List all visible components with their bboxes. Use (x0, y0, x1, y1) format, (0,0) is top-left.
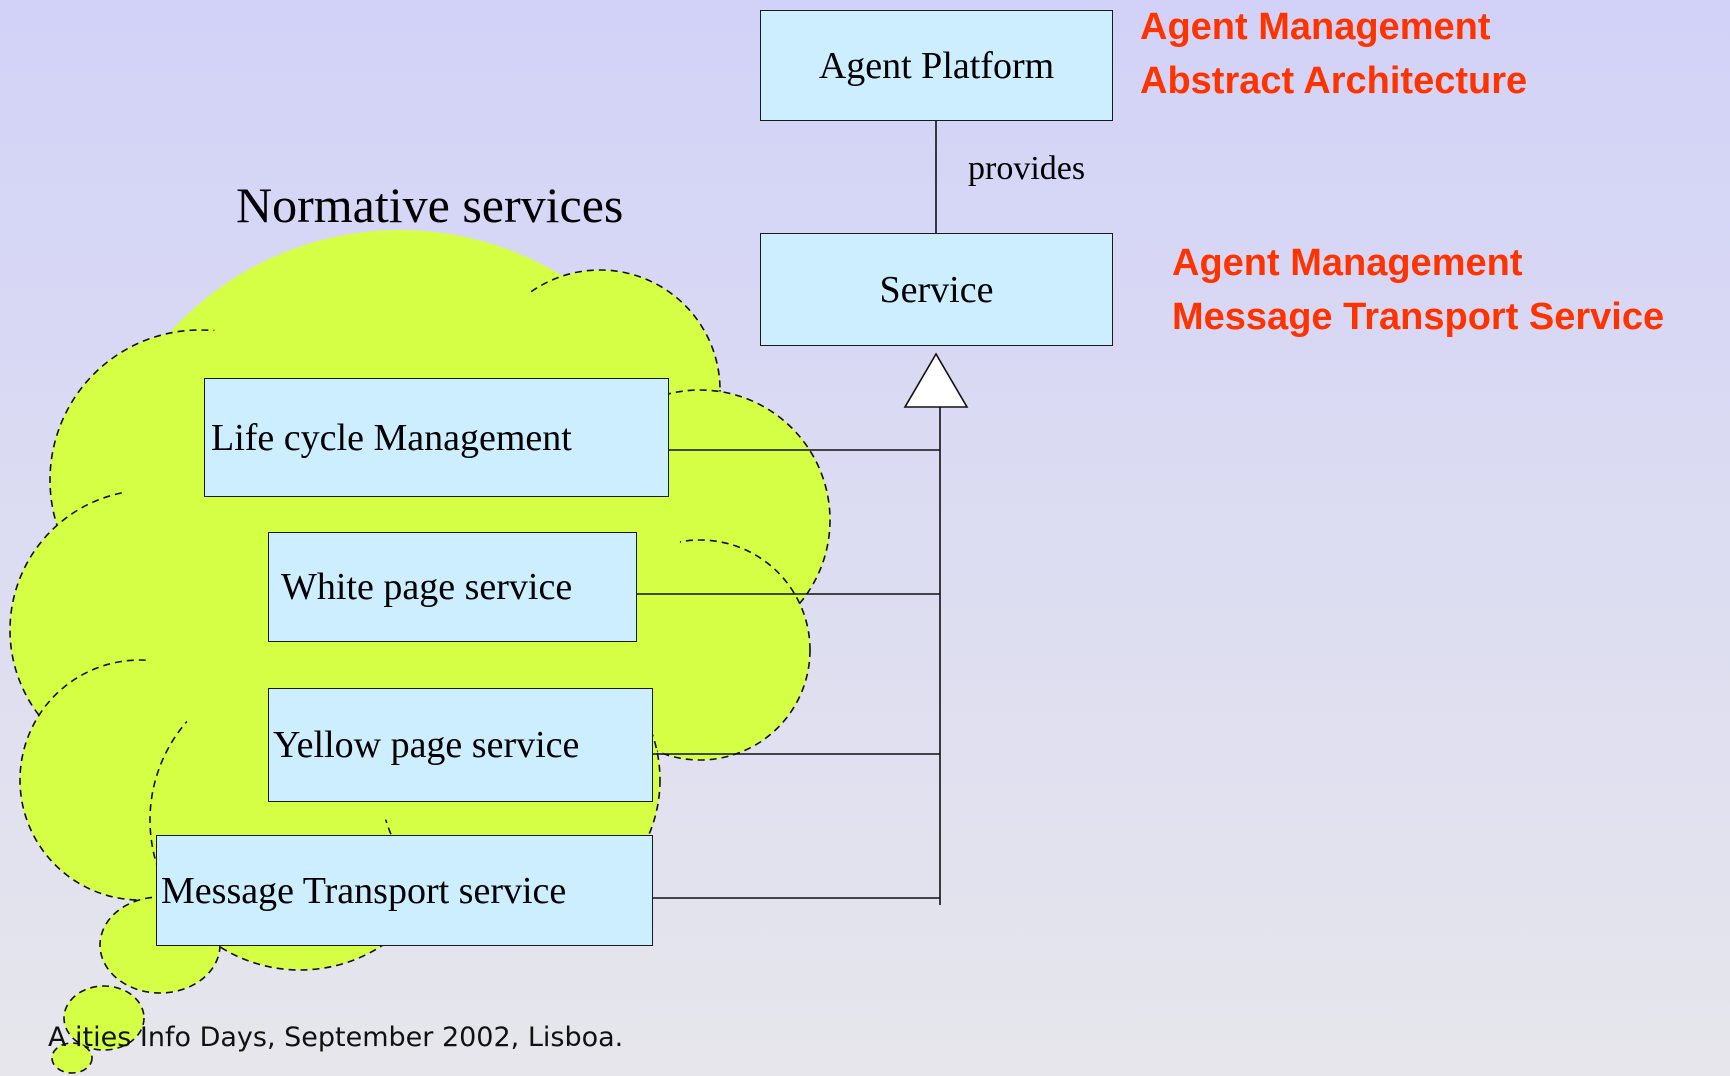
label-line-2: Message Transport Service (1172, 296, 1665, 338)
inheritance-arrow (903, 352, 969, 408)
life-cycle-management-box: Life cycle Management (204, 378, 669, 497)
label-line-1: Agent Management (1140, 6, 1491, 48)
yellow-page-service-box: Yellow page service (268, 688, 653, 802)
abstract-architecture-label: Agent Management Abstract Architecture (1140, 0, 1527, 108)
label-line-2: Abstract Architecture (1140, 60, 1528, 102)
service-box: Service (760, 233, 1113, 346)
agent-platform-box: Agent Platform (760, 10, 1113, 121)
white-page-service-box: White page service (268, 532, 637, 642)
normative-services-heading: Normative services (236, 177, 624, 233)
connectors (637, 121, 941, 905)
footer-text: A ities Info Days, September 2002, Lisbo… (48, 1022, 624, 1053)
provides-label: provides (968, 150, 1086, 187)
message-transport-label: Agent Management Message Transport Servi… (1172, 236, 1664, 344)
message-transport-service-box: Message Transport service (156, 835, 653, 946)
label-line-1: Agent Management (1172, 242, 1523, 284)
